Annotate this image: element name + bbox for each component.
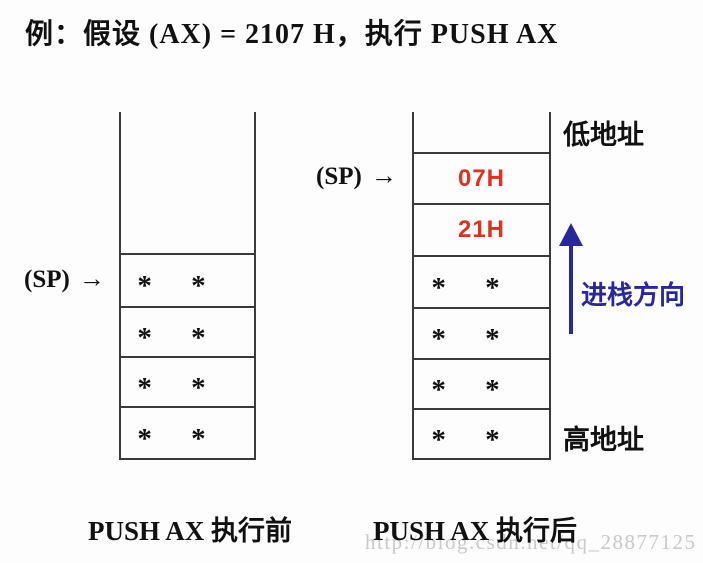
stack-open-region	[414, 112, 549, 152]
stack-cell: * *	[121, 356, 254, 406]
watermark-url: http://blog.csdn.net/qq_28877125	[365, 530, 697, 554]
caption-before: PUSH AX 执行前	[88, 516, 293, 546]
example-title: 例：假设 (AX) = 2107 H，执行 PUSH AX	[25, 19, 559, 50]
caption-after: PUSH AX 执行后	[373, 516, 578, 546]
sp-label: (SP)	[316, 163, 362, 190]
right-arrow-icon: →	[370, 161, 397, 190]
cell-value: * *	[137, 270, 222, 302]
stack-cell: * *	[414, 255, 549, 307]
up-arrow-icon	[559, 223, 583, 246]
cell-value: * *	[431, 423, 516, 456]
stack-cell: * *	[121, 306, 254, 356]
cell-value: * *	[431, 373, 516, 406]
stack-cell-pushed-low-byte: 07H	[414, 152, 549, 203]
stack-cell: * *	[121, 253, 254, 306]
push-direction-label: 进栈方向	[581, 281, 686, 310]
stack-cell: * *	[414, 358, 549, 408]
cell-value: * *	[137, 422, 222, 455]
stack-cell: * *	[414, 408, 549, 458]
stack-cell: * *	[121, 406, 254, 458]
stack-cell-pushed-high-byte: 21H	[414, 203, 549, 255]
cell-value: * *	[431, 271, 516, 304]
up-arrow-shaft	[569, 243, 573, 334]
sp-pointer-after: (SP) →	[316, 161, 397, 192]
stack-after: 07H 21H * * * * * * * *	[412, 112, 551, 460]
sp-label: (SP)	[24, 266, 70, 293]
cell-value: * *	[431, 323, 516, 355]
cell-value: * *	[137, 321, 222, 354]
stack-before: * * * * * * * *	[119, 112, 256, 460]
sp-pointer-before: (SP) →	[24, 264, 105, 295]
stack-cell: * *	[414, 307, 549, 358]
high-address-label: 高地址	[563, 425, 644, 455]
stack-open-region	[121, 112, 254, 253]
cell-value: 07H	[457, 164, 506, 192]
right-arrow-icon: →	[78, 264, 105, 293]
cell-value: 21H	[457, 216, 506, 243]
cell-value: * *	[137, 371, 222, 404]
low-address-label: 低地址	[563, 120, 644, 150]
